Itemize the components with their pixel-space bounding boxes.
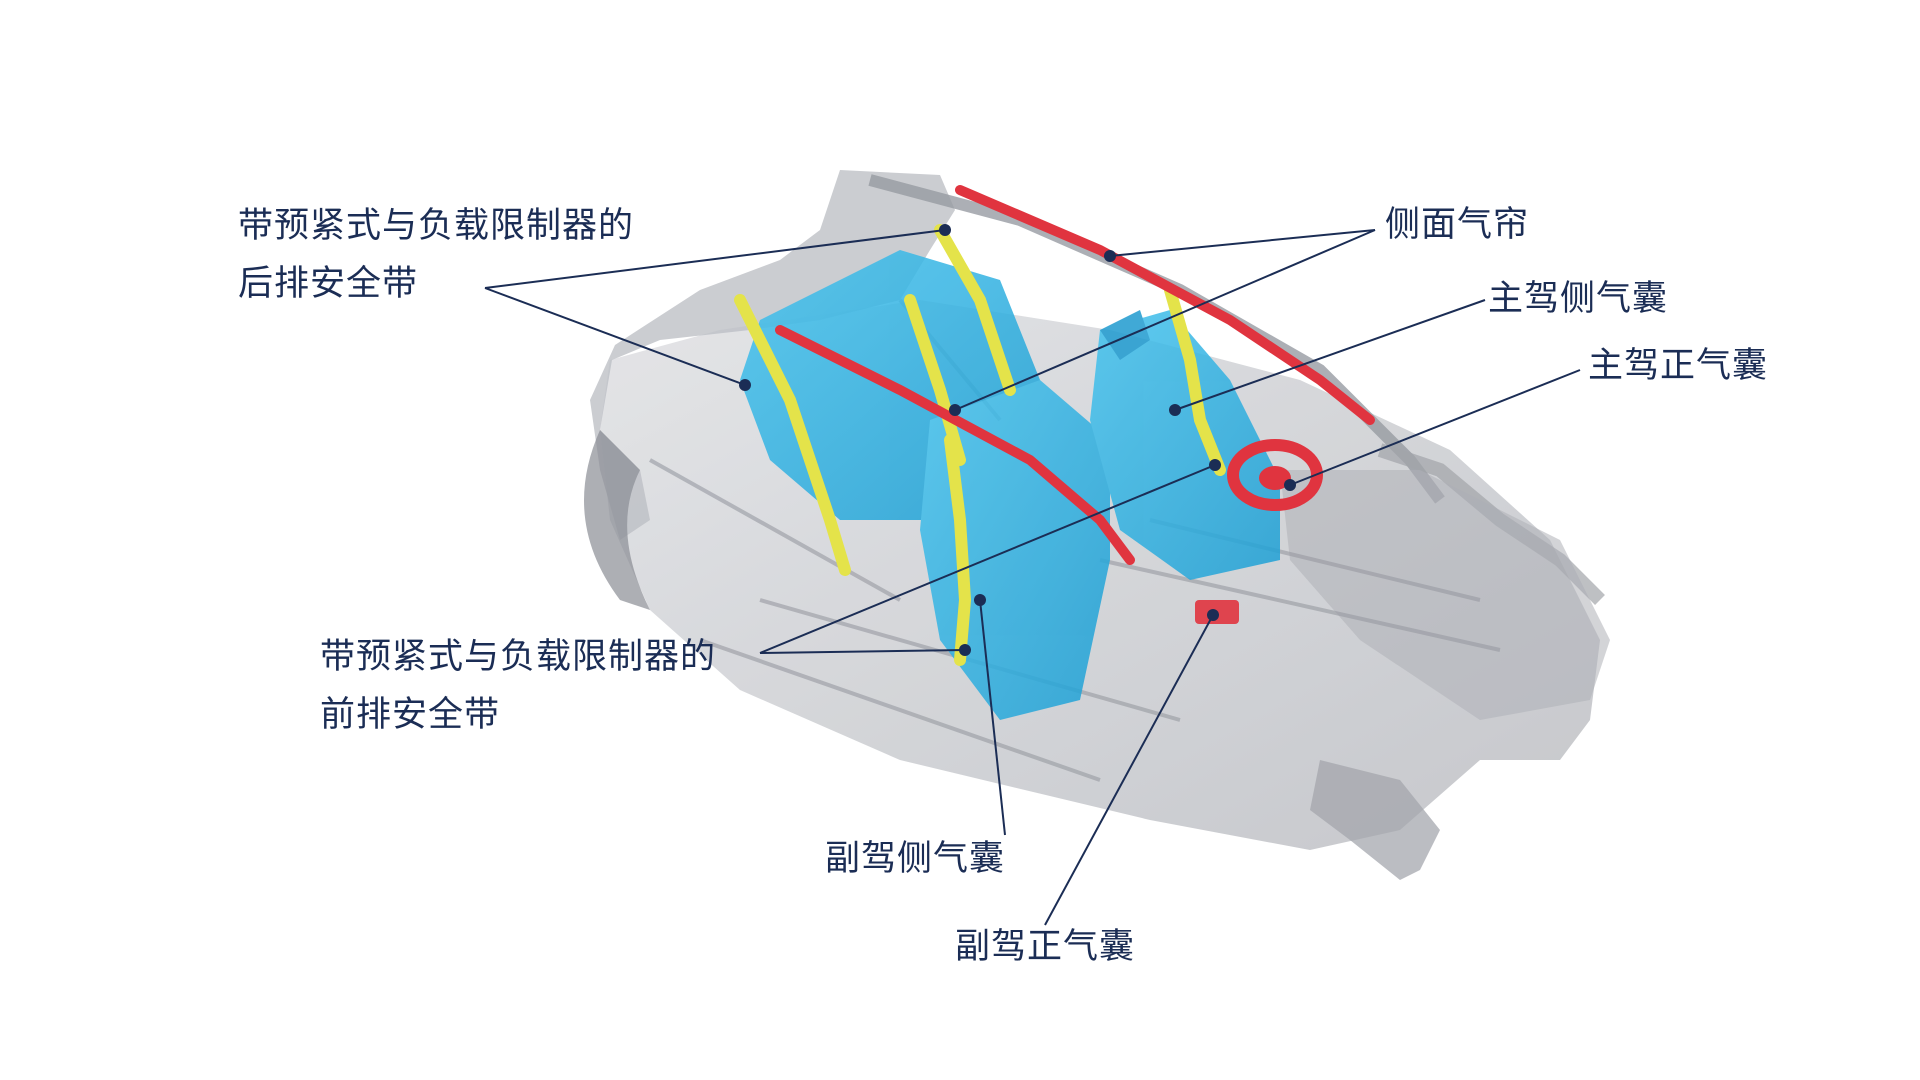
leader-passenger-side [979, 599, 1006, 836]
leader-front-belt-b [759, 649, 966, 654]
label-curtain-airbag: 侧面气帘 [1385, 205, 1530, 245]
leader-rear-belt-a [484, 229, 946, 289]
label-rear-belt-line1: 带预紧式与负载限制器的 [238, 206, 635, 246]
label-driver-front-airbag: 主驾正气囊 [1588, 346, 1769, 386]
leader-curtain-b [954, 229, 1376, 411]
label-passenger-front-airbag: 副驾正气囊 [955, 927, 1136, 967]
car-engine-bay [1280, 470, 1610, 720]
dot-marker [959, 644, 971, 656]
seat-belts [734, 224, 1226, 666]
leader-curtain-a [1109, 229, 1376, 257]
car-rear-section [590, 170, 955, 540]
leader-passenger-front [1044, 614, 1214, 926]
rear-belt-upper [934, 224, 1016, 396]
leader-driver-front [1289, 369, 1581, 486]
dot-marker [1284, 479, 1296, 491]
leader-rear-belt-b [484, 287, 746, 386]
label-rear-belt: 带预紧式与负载限制器的 后排安全带 [238, 197, 634, 313]
dot-marker [974, 594, 986, 606]
label-front-belt: 带预紧式与负载限制器的 前排安全带 [320, 628, 716, 744]
driver-headrest [1100, 310, 1150, 360]
car-front-suspension [1310, 760, 1440, 880]
front-driver-seat [1090, 310, 1280, 580]
dot-marker [949, 404, 961, 416]
front-belt-driver [1164, 284, 1226, 476]
dot-marker [939, 224, 951, 236]
dot-marker [739, 379, 751, 391]
leader-front-belt-a [759, 464, 1216, 654]
curtain-airbags [775, 185, 1375, 565]
dot-marker [1207, 609, 1219, 621]
dot-marker [1169, 404, 1181, 416]
label-front-belt-line1: 带预紧式与负载限制器的 [320, 637, 717, 677]
curtain-airbag-top [955, 185, 1375, 425]
car-rear-wheel-arch [584, 430, 650, 610]
markers [739, 224, 1296, 656]
label-front-belt-line2: 前排安全带 [320, 695, 501, 735]
front-belt-left [944, 434, 972, 666]
dot-marker [1209, 459, 1221, 471]
leader-driver-side [1174, 299, 1486, 411]
label-passenger-side-airbag: 副驾侧气囊 [825, 839, 1006, 879]
label-driver-side-airbag: 主驾侧气囊 [1488, 279, 1669, 319]
dot-marker [1104, 250, 1116, 262]
curtain-airbag-inner [775, 325, 1135, 565]
label-rear-belt-line2: 后排安全带 [238, 264, 419, 304]
leader-lines [484, 229, 1581, 926]
rear-belt-left [734, 294, 851, 576]
